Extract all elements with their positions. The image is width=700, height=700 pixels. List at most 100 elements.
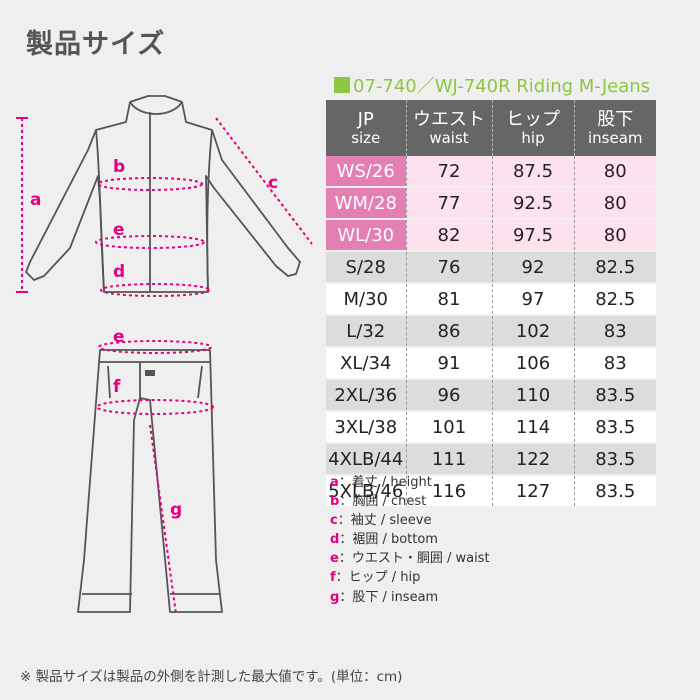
size-cell: XL/34 — [326, 347, 406, 380]
page-title: 製品サイズ — [26, 29, 166, 60]
hip-cell: 97 — [491, 283, 574, 316]
waist-cell: 76 — [405, 251, 492, 284]
size-cell: 2XL/36 — [326, 379, 406, 412]
waist-cell: 116 — [405, 475, 492, 508]
label-a: a — [30, 190, 41, 210]
legend-text: ：胸囲 / chest — [339, 494, 427, 510]
inseam-cell: 83 — [573, 347, 656, 380]
inseam-cell: 83.5 — [573, 443, 656, 476]
product-name-text: 07-740／WJ-740R Riding M-Jeans — [353, 76, 651, 97]
legend-text: ：着丈 / height — [338, 475, 432, 490]
hip-cell: 97.5 — [491, 219, 574, 252]
legend-text: ：股下 / inseam — [339, 589, 439, 605]
legend-item: c：袖丈 / sleeve — [330, 511, 490, 530]
waist-cell: 81 — [405, 283, 492, 316]
legend-key: a — [330, 475, 339, 490]
size-cell: WM/28 — [326, 187, 406, 220]
legend-item: b：胸囲 / chest — [330, 492, 490, 511]
inseam-cell: 82.5 — [573, 251, 656, 284]
legend-key: f — [330, 570, 336, 586]
label-e-jacket: e — [113, 220, 125, 240]
waist-cell: 96 — [405, 379, 492, 412]
size-cell: L/32 — [326, 315, 406, 348]
waist-cell: 101 — [405, 411, 492, 444]
waist-cell: 77 — [405, 187, 492, 220]
waist-cell: 91 — [405, 347, 492, 380]
hip-cell: 102 — [491, 315, 574, 348]
size-cell: S/28 — [326, 251, 406, 284]
legend-item: e：ウエスト・胴囲 / waist — [330, 549, 490, 568]
inseam-cell: 83 — [573, 315, 656, 348]
legend-text: ：ヒップ / hip — [335, 570, 421, 586]
label-f: f — [113, 377, 121, 397]
jacket-outline — [25, 95, 301, 293]
legend-text: ：裾囲 / bottom — [339, 532, 438, 548]
inseam-cell: 80 — [573, 219, 656, 252]
hip-cell: 92.5 — [491, 187, 574, 220]
inseam-cell: 83.5 — [573, 411, 656, 444]
hip-cell: 127 — [491, 475, 574, 508]
legend-key: d — [330, 532, 340, 548]
hip-cell: 122 — [491, 443, 574, 476]
jacket-collar — [129, 101, 183, 115]
pants-outline — [77, 349, 223, 613]
inseam-cell: 83.5 — [573, 379, 656, 412]
size-cell: 5XLB/46 — [326, 475, 406, 508]
legend-key: e — [330, 551, 339, 567]
inseam-cell: 80 — [573, 156, 656, 188]
legend-key: g — [330, 589, 340, 605]
size-cell: M/30 — [326, 283, 406, 316]
hip-cell: 106 — [491, 347, 574, 380]
label-b: b — [113, 157, 125, 177]
jacket-shoulder-seams — [95, 129, 213, 293]
legend-item: g：股下 / inseam — [330, 588, 490, 607]
inseam-cell: 83.5 — [573, 475, 656, 508]
size-cell: WL/30 — [326, 219, 406, 252]
label-d: d — [113, 262, 125, 282]
pants-pockets — [107, 365, 203, 399]
size-cell: 3XL/38 — [326, 411, 406, 444]
hip-cell: 87.5 — [491, 156, 574, 188]
inseam-cell: 82.5 — [573, 283, 656, 316]
waist-cell: 82 — [405, 219, 492, 252]
legend-text: ：ウエスト・胴囲 / waist — [338, 551, 490, 567]
legend-key: c — [330, 513, 338, 529]
size-cell: WS/26 — [326, 156, 406, 188]
size-cell: 4XLB/44 — [326, 443, 406, 476]
hip-cell: 92 — [491, 251, 574, 284]
hip-cell: 110 — [491, 379, 574, 412]
inseam-cell: 80 — [573, 187, 656, 220]
label-e-pants: e — [113, 327, 125, 347]
green-square-icon — [334, 77, 350, 93]
hip-cell: 114 — [491, 411, 574, 444]
legend-item: d：裾囲 / bottom — [330, 530, 490, 549]
waist-cell: 111 — [405, 443, 492, 476]
legend-key: b — [330, 494, 340, 510]
legend-item: f：ヒップ / hip — [330, 568, 490, 587]
waist-cell: 72 — [405, 156, 492, 188]
product-name: 07-740／WJ-740R Riding M-Jeans — [334, 72, 650, 98]
footnote: ※ 製品サイズは製品の外側を計測した最大値です。(単位：cm) — [20, 669, 403, 685]
legend-text: ：袖丈 / sleeve — [337, 513, 432, 529]
label-c: c — [268, 173, 278, 193]
legend-item: a：着丈 / height — [330, 473, 490, 492]
